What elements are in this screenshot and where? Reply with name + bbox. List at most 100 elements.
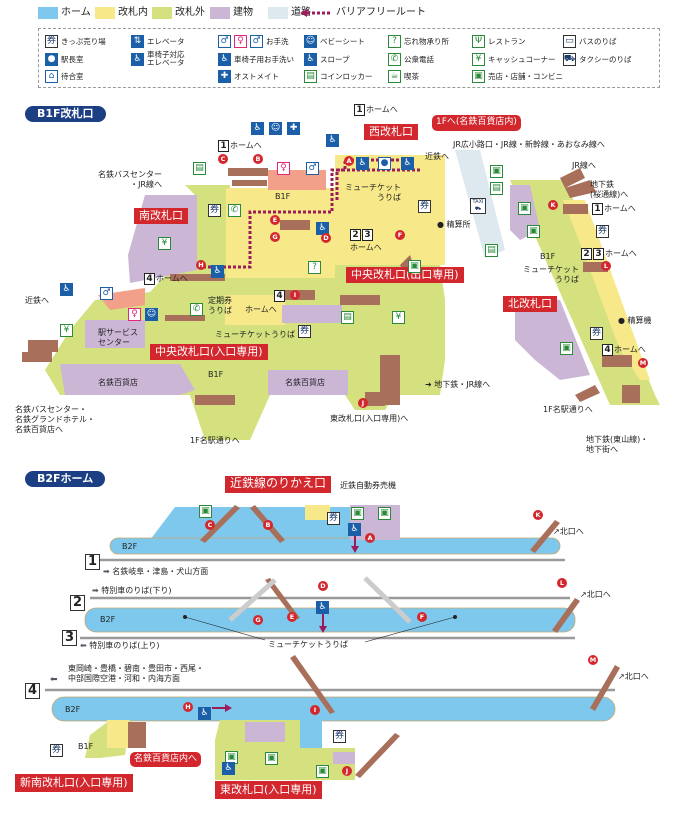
building-mid: [282, 305, 342, 323]
to-1f-meieki-street-label: 1F名駅通りへ: [190, 436, 240, 445]
cafe-icon: ☕: [388, 70, 401, 83]
platform-number: 2: [581, 248, 592, 260]
marker-l: L: [601, 261, 611, 271]
legend-label-platform: ホーム: [61, 7, 91, 18]
icon-slot: ♿: [316, 594, 329, 614]
to-east-gate-label: 東改札口(入口専用)へ: [330, 414, 409, 423]
to-platform-2-3-text: ホームへ: [350, 243, 382, 252]
shop-icon: ▣: [265, 752, 278, 765]
coin-locker-icon: ▤: [490, 182, 503, 195]
female-toilet-icon: ♀: [128, 308, 141, 321]
bus-icon: ▭: [563, 35, 576, 48]
meitetsu-dept-store-label: 名鉄百貨店: [98, 378, 138, 387]
stairs-b2f: [128, 505, 620, 778]
escalator: [363, 576, 412, 624]
icon-slot: ✆: [228, 197, 241, 217]
ostomate-icon: ✚: [287, 122, 301, 135]
female-toilet-icon: ♀: [234, 35, 247, 48]
wheelchair-elevator-icon: ♿: [211, 265, 224, 278]
label-text: 北口へ: [624, 672, 649, 681]
marker-m: M: [588, 655, 598, 665]
legend-text: 車椅子対応 エレベータ: [147, 50, 185, 67]
arrow-icon: ↗: [580, 590, 587, 599]
platform-number: 3: [362, 229, 373, 241]
ticket-machine-icon: 券: [327, 512, 340, 525]
platform-number: 4: [274, 290, 285, 302]
track-1-direction: ➡ 名鉄岐阜・津島・犬山方面: [103, 567, 208, 577]
platform-number: 2: [350, 229, 361, 241]
legend-item-baby-seat: ☺ベビーシート: [304, 35, 365, 48]
commuter-pass-office-label: 定期券 うりば: [208, 296, 232, 315]
ticket-machine-icon: 券: [208, 204, 221, 217]
icon-slot: ▣: [518, 195, 531, 215]
b1f-inside-gate-area: [226, 155, 445, 278]
label-text: ホームへ: [156, 274, 188, 283]
icon-slot: 券: [596, 218, 609, 238]
marker-h: H: [196, 260, 206, 270]
legend-swatch-outside-gate: [152, 7, 172, 19]
toilet-icon: ♂: [218, 35, 231, 48]
legend-item-elevator: ⇅エレベータ: [131, 35, 185, 48]
legend-text: オストメイト: [234, 71, 279, 81]
floor-label: B1F: [275, 192, 291, 201]
arrow-icon: ↗: [553, 527, 560, 536]
left-arrow-icon: ⬅: [80, 641, 87, 650]
legend-item-cash: ¥キャッシュコーナー: [472, 53, 556, 66]
legend-item-shop: ▣売店・店舗・コンビニ: [472, 70, 563, 83]
legend-item-station-master: ●駅長室: [45, 53, 84, 66]
ticket-machine-icon: 券: [50, 744, 63, 757]
public-phone-icon: ✆: [190, 303, 203, 316]
marker-l: L: [557, 578, 567, 588]
icon-slot: ▣: [351, 500, 364, 520]
ticket-machine-icon: 券: [418, 200, 431, 213]
legend-swatch-building: [210, 7, 230, 19]
legend-text: きっぷ売り場: [61, 36, 106, 46]
icon-slot: ♿: [316, 215, 329, 235]
icon-slot: 券: [590, 320, 603, 340]
legend-text: 売店・店舗・コンビニ: [488, 71, 563, 81]
marker-a: A: [365, 533, 375, 543]
floor-label: B1F: [540, 252, 556, 261]
marker-g: G: [270, 232, 280, 242]
legend-label-building: 建物: [233, 7, 253, 18]
lost-and-found-icon: ?: [388, 35, 401, 48]
legend-text: スロープ: [320, 54, 350, 64]
legend-item-toilet: ♂♀♂お手洗: [218, 35, 289, 48]
female-toilet-icon: ♀: [277, 162, 290, 175]
platform-number: 1: [592, 203, 603, 215]
building-service-center: [85, 320, 145, 348]
shop-icon: ▣: [490, 165, 503, 178]
shop-icon: ▣: [199, 505, 212, 518]
to-kintetsu-west-label: 近鉄へ: [425, 152, 449, 161]
restaurant-icon: Ψ: [472, 35, 485, 48]
to-north-exit-4: ↗北口へ: [618, 672, 649, 682]
label-text: ホームへ: [614, 345, 646, 354]
slope-icon: ♿: [60, 283, 73, 296]
public-phone-icon: ✆: [388, 53, 401, 66]
icon-slot: ♂: [306, 155, 319, 175]
ticket-machine-icon: 券: [333, 730, 346, 743]
marker-b: B: [253, 154, 263, 164]
kintetsu-transfer-gate: 近鉄線のりかえ口: [225, 476, 332, 493]
cash-corner-icon: ¥: [472, 53, 485, 66]
legend-text: レストラン: [488, 36, 526, 46]
icon-slot: ▣: [265, 745, 278, 765]
coin-locker-icon: ▤: [341, 311, 354, 324]
icon-slot: ●: [378, 150, 391, 170]
to-platform-4b-label: 4: [274, 290, 286, 302]
legend-item-taxi: ⛟タクシーのりば: [563, 53, 632, 66]
gate-central-exit: 中央改札口(出口専用): [346, 267, 464, 283]
gate-new-south-entry: 新南改札口(入口専用): [15, 774, 133, 792]
icon-slot: ?: [308, 254, 321, 274]
stairs-b1f-north: [560, 168, 640, 403]
meitetsu-dept-store-label: 名鉄百貨店: [285, 378, 325, 387]
legend-text: バスのりば: [579, 36, 617, 46]
icon-slot: ▣: [560, 335, 573, 355]
icon-slot: ✆: [190, 296, 203, 316]
marker-k: K: [548, 200, 558, 210]
gate-north: 北改札口: [503, 296, 557, 312]
